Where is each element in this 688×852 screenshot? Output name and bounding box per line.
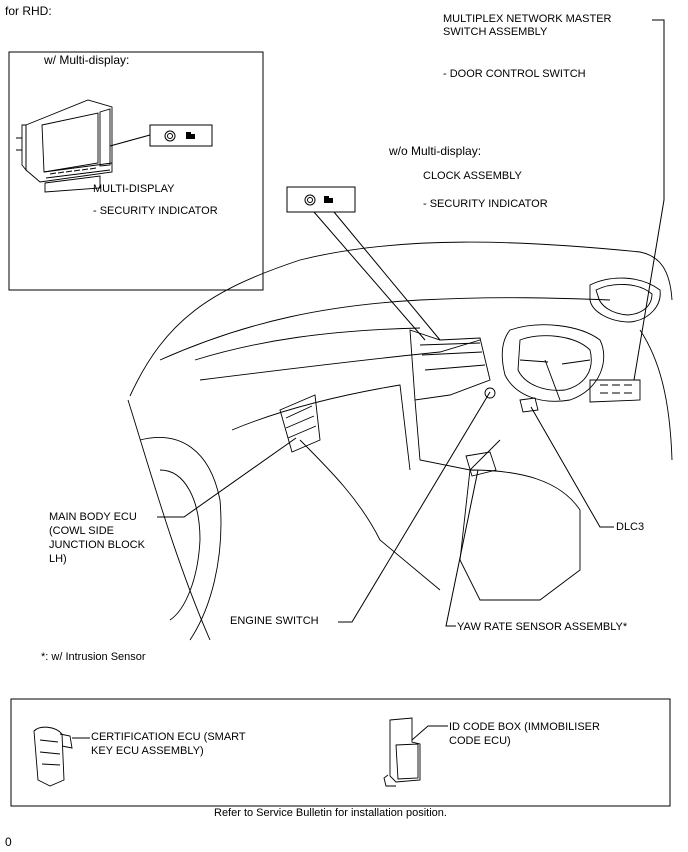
master-switch-label-2: SWITCH ASSEMBLY	[443, 26, 548, 38]
page-marker: 0	[5, 835, 12, 849]
wo-multi-display-label: w/o Multi-display:	[389, 144, 482, 158]
dashboard-outline	[127, 241, 673, 641]
security-indicator-box-1	[149, 124, 213, 147]
main-body-ecu-label-2: (COWL SIDE	[49, 525, 114, 537]
security-indicator-box-2	[286, 186, 356, 213]
certification-ecu-label-1: CERTIFICATION ECU (SMART	[91, 731, 246, 743]
dlc3-label: DLC3	[616, 521, 645, 533]
id-code-box-label-2: CODE ECU)	[449, 735, 511, 747]
certification-ecu-label-2: KEY ECU ASSEMBLY)	[91, 745, 204, 757]
main-body-ecu-label-4: LH)	[49, 553, 67, 565]
engine-switch-label: ENGINE SWITCH	[230, 615, 319, 627]
id-code-box-illustration	[383, 717, 448, 787]
yaw-rate-sensor-label: YAW RATE SENSOR ASSEMBLY*	[457, 621, 628, 633]
security-indicator-label-1: - SECURITY INDICATOR	[93, 205, 218, 217]
id-code-box-label-1: ID CODE BOX (IMMOBILISER	[449, 721, 600, 733]
door-control-switch-label: - DOOR CONTROL SWITCH	[443, 68, 586, 80]
multi-display-unit	[16, 99, 113, 193]
inset-title: w/ Multi-display:	[44, 53, 130, 67]
main-body-ecu-label-3: JUNCTION BLOCK	[49, 539, 145, 551]
footnote: *: w/ Intrusion Sensor	[41, 651, 146, 663]
multi-display-label: MULTI-DISPLAY	[93, 183, 175, 195]
inset-frame	[8, 51, 264, 291]
master-switch-label-1: MULTIPLEX NETWORK MASTER	[443, 13, 612, 25]
clock-assembly-label: CLOCK ASSEMBLY	[423, 170, 522, 182]
bulletin-note: Refer to Service Bulletin for installati…	[214, 807, 447, 819]
certification-ecu-illustration	[33, 726, 90, 787]
security-indicator-label-2: - SECURITY INDICATOR	[423, 198, 548, 210]
page-title: for RHD:	[5, 4, 52, 18]
ecu-frame	[10, 698, 671, 807]
main-body-ecu-label-1: MAIN BODY ECU	[49, 511, 137, 523]
